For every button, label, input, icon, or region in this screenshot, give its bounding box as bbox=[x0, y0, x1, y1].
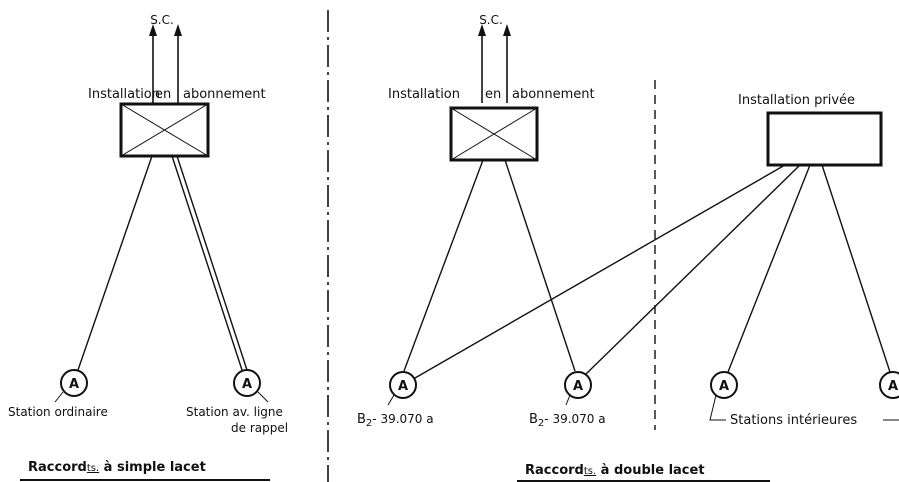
right-installation-word: Installation bbox=[388, 87, 460, 102]
right-abonnement-box bbox=[449, 106, 539, 162]
left-station-ordinaire-label: Station ordinaire bbox=[8, 405, 108, 419]
right-abonnement-word: abonnement bbox=[512, 87, 595, 102]
left-caption: Raccordts. à simple lacet bbox=[28, 460, 206, 475]
right-station-interior-1-circle bbox=[710, 371, 738, 399]
right-station-interior-2-letter: A bbox=[888, 379, 898, 394]
left-station-ordinaire-letter: A bbox=[69, 377, 79, 392]
left-sc-label: S.C. bbox=[150, 13, 174, 27]
left-sc-arrowhead-2 bbox=[174, 24, 182, 36]
left-rappel-leader bbox=[257, 391, 269, 403]
left-station-rappel-label-1: Station av. ligne bbox=[186, 405, 283, 419]
right-caption: Raccordts. à double lacet bbox=[525, 463, 705, 478]
left-station-ordinaire-circle bbox=[60, 369, 88, 397]
right-b2b-leader bbox=[565, 394, 571, 406]
right-box-cross-2 bbox=[450, 107, 538, 161]
right-station-b2b-circle bbox=[564, 371, 592, 399]
left-box-cross-2 bbox=[120, 103, 209, 157]
right-panel: S.C. Installation en abonnement Installa… bbox=[357, 13, 899, 482]
right-interior-leader-left bbox=[709, 394, 726, 421]
right-station-b2a-letter: A bbox=[398, 379, 408, 394]
right-station-interior-2-circle bbox=[879, 371, 899, 399]
right-station-interior-1-letter: A bbox=[719, 379, 729, 394]
left-line-rappel-2 bbox=[176, 155, 248, 371]
right-station-b2b-letter: A bbox=[573, 379, 583, 394]
right-sc-arrowhead-1 bbox=[478, 24, 486, 36]
right-b2b-label: B2- 39.070 a bbox=[529, 412, 606, 429]
left-panel: S.C. Installation en abonnement A A Stat… bbox=[8, 13, 288, 481]
right-line-interior-1 bbox=[727, 164, 811, 373]
right-sc-arrowhead-2 bbox=[503, 24, 511, 36]
right-sc-label: S.C. bbox=[479, 13, 503, 27]
right-line-b2b-abo bbox=[504, 159, 576, 372]
right-b2a-leader bbox=[387, 394, 395, 406]
right-line-b2a-privee bbox=[414, 164, 786, 379]
right-privee-box bbox=[766, 111, 883, 167]
left-installation-word: Installation bbox=[88, 87, 160, 102]
left-sc-arrowhead-1 bbox=[149, 24, 157, 36]
right-line-b2a-abo bbox=[403, 159, 484, 372]
left-ordinaire-leader bbox=[54, 391, 64, 403]
right-station-b2a-circle bbox=[389, 371, 417, 399]
right-line-interior-2 bbox=[821, 164, 891, 373]
right-b2a-label: B2- 39.070 a bbox=[357, 412, 434, 429]
left-station-rappel-letter: A bbox=[242, 377, 252, 392]
left-line-ordinaire bbox=[77, 155, 153, 371]
right-privee-label: Installation privée bbox=[738, 93, 855, 108]
left-station-rappel-circle bbox=[233, 369, 261, 397]
right-en-word: en bbox=[485, 87, 501, 102]
left-line-rappel-1 bbox=[171, 155, 243, 371]
left-abonnement-box bbox=[119, 102, 210, 158]
left-station-rappel-label-2: de rappel bbox=[231, 421, 288, 435]
right-stations-interieures-label: Stations intérieures bbox=[730, 413, 857, 428]
left-abonnement-word: abonnement bbox=[183, 87, 266, 102]
right-line-b2b-privee bbox=[585, 164, 801, 375]
left-en-word: en bbox=[155, 87, 171, 102]
